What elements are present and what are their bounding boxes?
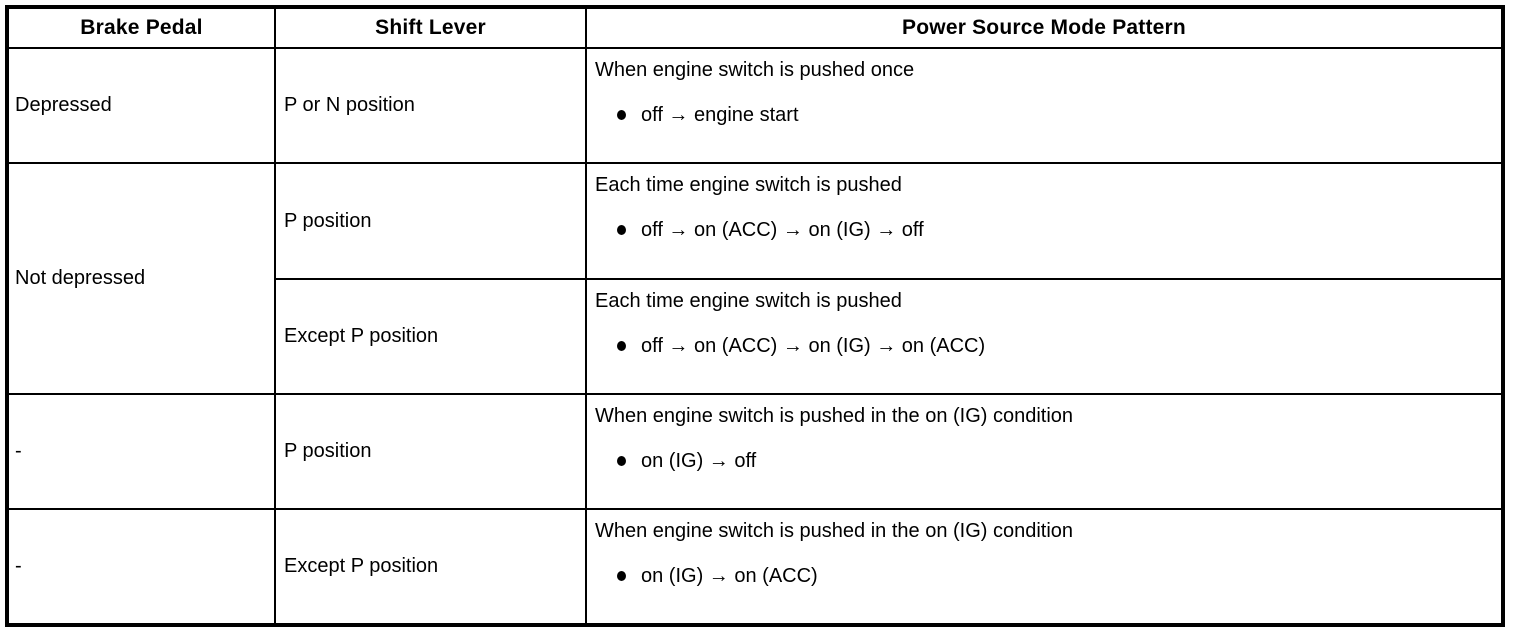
- cell-brake-pedal: -: [6, 393, 276, 510]
- power-condition-text: When engine switch is pushed once: [595, 59, 915, 81]
- cell-power-source-mode-pattern: Each time engine switch is pushed off → …: [585, 278, 1504, 395]
- cell-shift-lever: Except P position: [274, 278, 587, 395]
- table-row: Depressed P or N position When engine sw…: [6, 47, 1504, 164]
- power-pattern-item: on (IG) → off: [595, 449, 1501, 473]
- power-condition-text: When engine switch is pushed in the on (…: [595, 520, 1074, 542]
- table-row: - P position When engine switch is pushe…: [6, 393, 1504, 510]
- power-pattern-text: off → on (ACC) → on (IG) → off: [641, 219, 924, 241]
- bullet-icon: [617, 225, 626, 235]
- power-pattern-text: off → engine start: [641, 104, 799, 126]
- power-pattern-item: off → on (ACC) → on (IG) → off: [595, 218, 1501, 242]
- table-header: Brake Pedal Shift Lever Power Source Mod…: [6, 6, 1504, 49]
- power-pattern-text: on (IG) → off: [641, 450, 757, 472]
- header-brake-pedal: Brake Pedal: [6, 6, 276, 49]
- table-row: - Except P position When engine switch i…: [6, 508, 1504, 626]
- power-pattern-item: on (IG) → on (ACC): [595, 564, 1501, 588]
- bullet-icon: [617, 571, 626, 581]
- cell-shift-lever: P or N position: [274, 47, 587, 164]
- cell-shift-lever: P position: [274, 162, 587, 280]
- power-pattern-text: on (IG) → on (ACC): [641, 565, 818, 587]
- power-pattern-text: off → on (ACC) → on (IG) → on (ACC): [641, 335, 986, 357]
- cell-shift-lever: P position: [274, 393, 587, 510]
- power-condition-text: When engine switch is pushed in the on (…: [595, 405, 1074, 427]
- power-pattern-item: off → engine start: [595, 103, 1501, 127]
- bullet-icon: [617, 341, 626, 351]
- header-power-source-mode-pattern: Power Source Mode Pattern: [585, 6, 1504, 49]
- table-body: Depressed P or N position When engine sw…: [6, 47, 1504, 626]
- power-source-mode-table: Brake Pedal Shift Lever Power Source Mod…: [5, 5, 1505, 627]
- page-root: Brake Pedal Shift Lever Power Source Mod…: [5, 5, 1505, 627]
- bullet-icon: [617, 456, 626, 466]
- table-header-row: Brake Pedal Shift Lever Power Source Mod…: [6, 6, 1504, 49]
- header-shift-lever: Shift Lever: [274, 6, 587, 49]
- table-row: Except P position Each time engine switc…: [7, 278, 1504, 395]
- power-condition-text: Each time engine switch is pushed: [595, 174, 902, 196]
- power-pattern-item: off → on (ACC) → on (IG) → on (ACC): [595, 334, 1501, 358]
- cell-power-source-mode-pattern: When engine switch is pushed in the on (…: [585, 393, 1504, 510]
- table-row: Not depressed P position Each time engin…: [6, 162, 1504, 395]
- cell-power-source-mode-pattern: Each time engine switch is pushed off → …: [585, 162, 1504, 280]
- cell-power-source-mode-pattern: When engine switch is pushed in the on (…: [585, 508, 1504, 626]
- cell-power-source-mode-pattern: When engine switch is pushed once off → …: [585, 47, 1504, 164]
- cell-brake-pedal: Depressed: [6, 47, 276, 164]
- cell-shift-lever: Except P position: [274, 508, 587, 626]
- power-condition-text: Each time engine switch is pushed: [595, 290, 902, 312]
- cell-brake-pedal: Not depressed: [6, 162, 276, 395]
- cell-brake-pedal: -: [6, 508, 276, 626]
- bullet-icon: [617, 110, 626, 120]
